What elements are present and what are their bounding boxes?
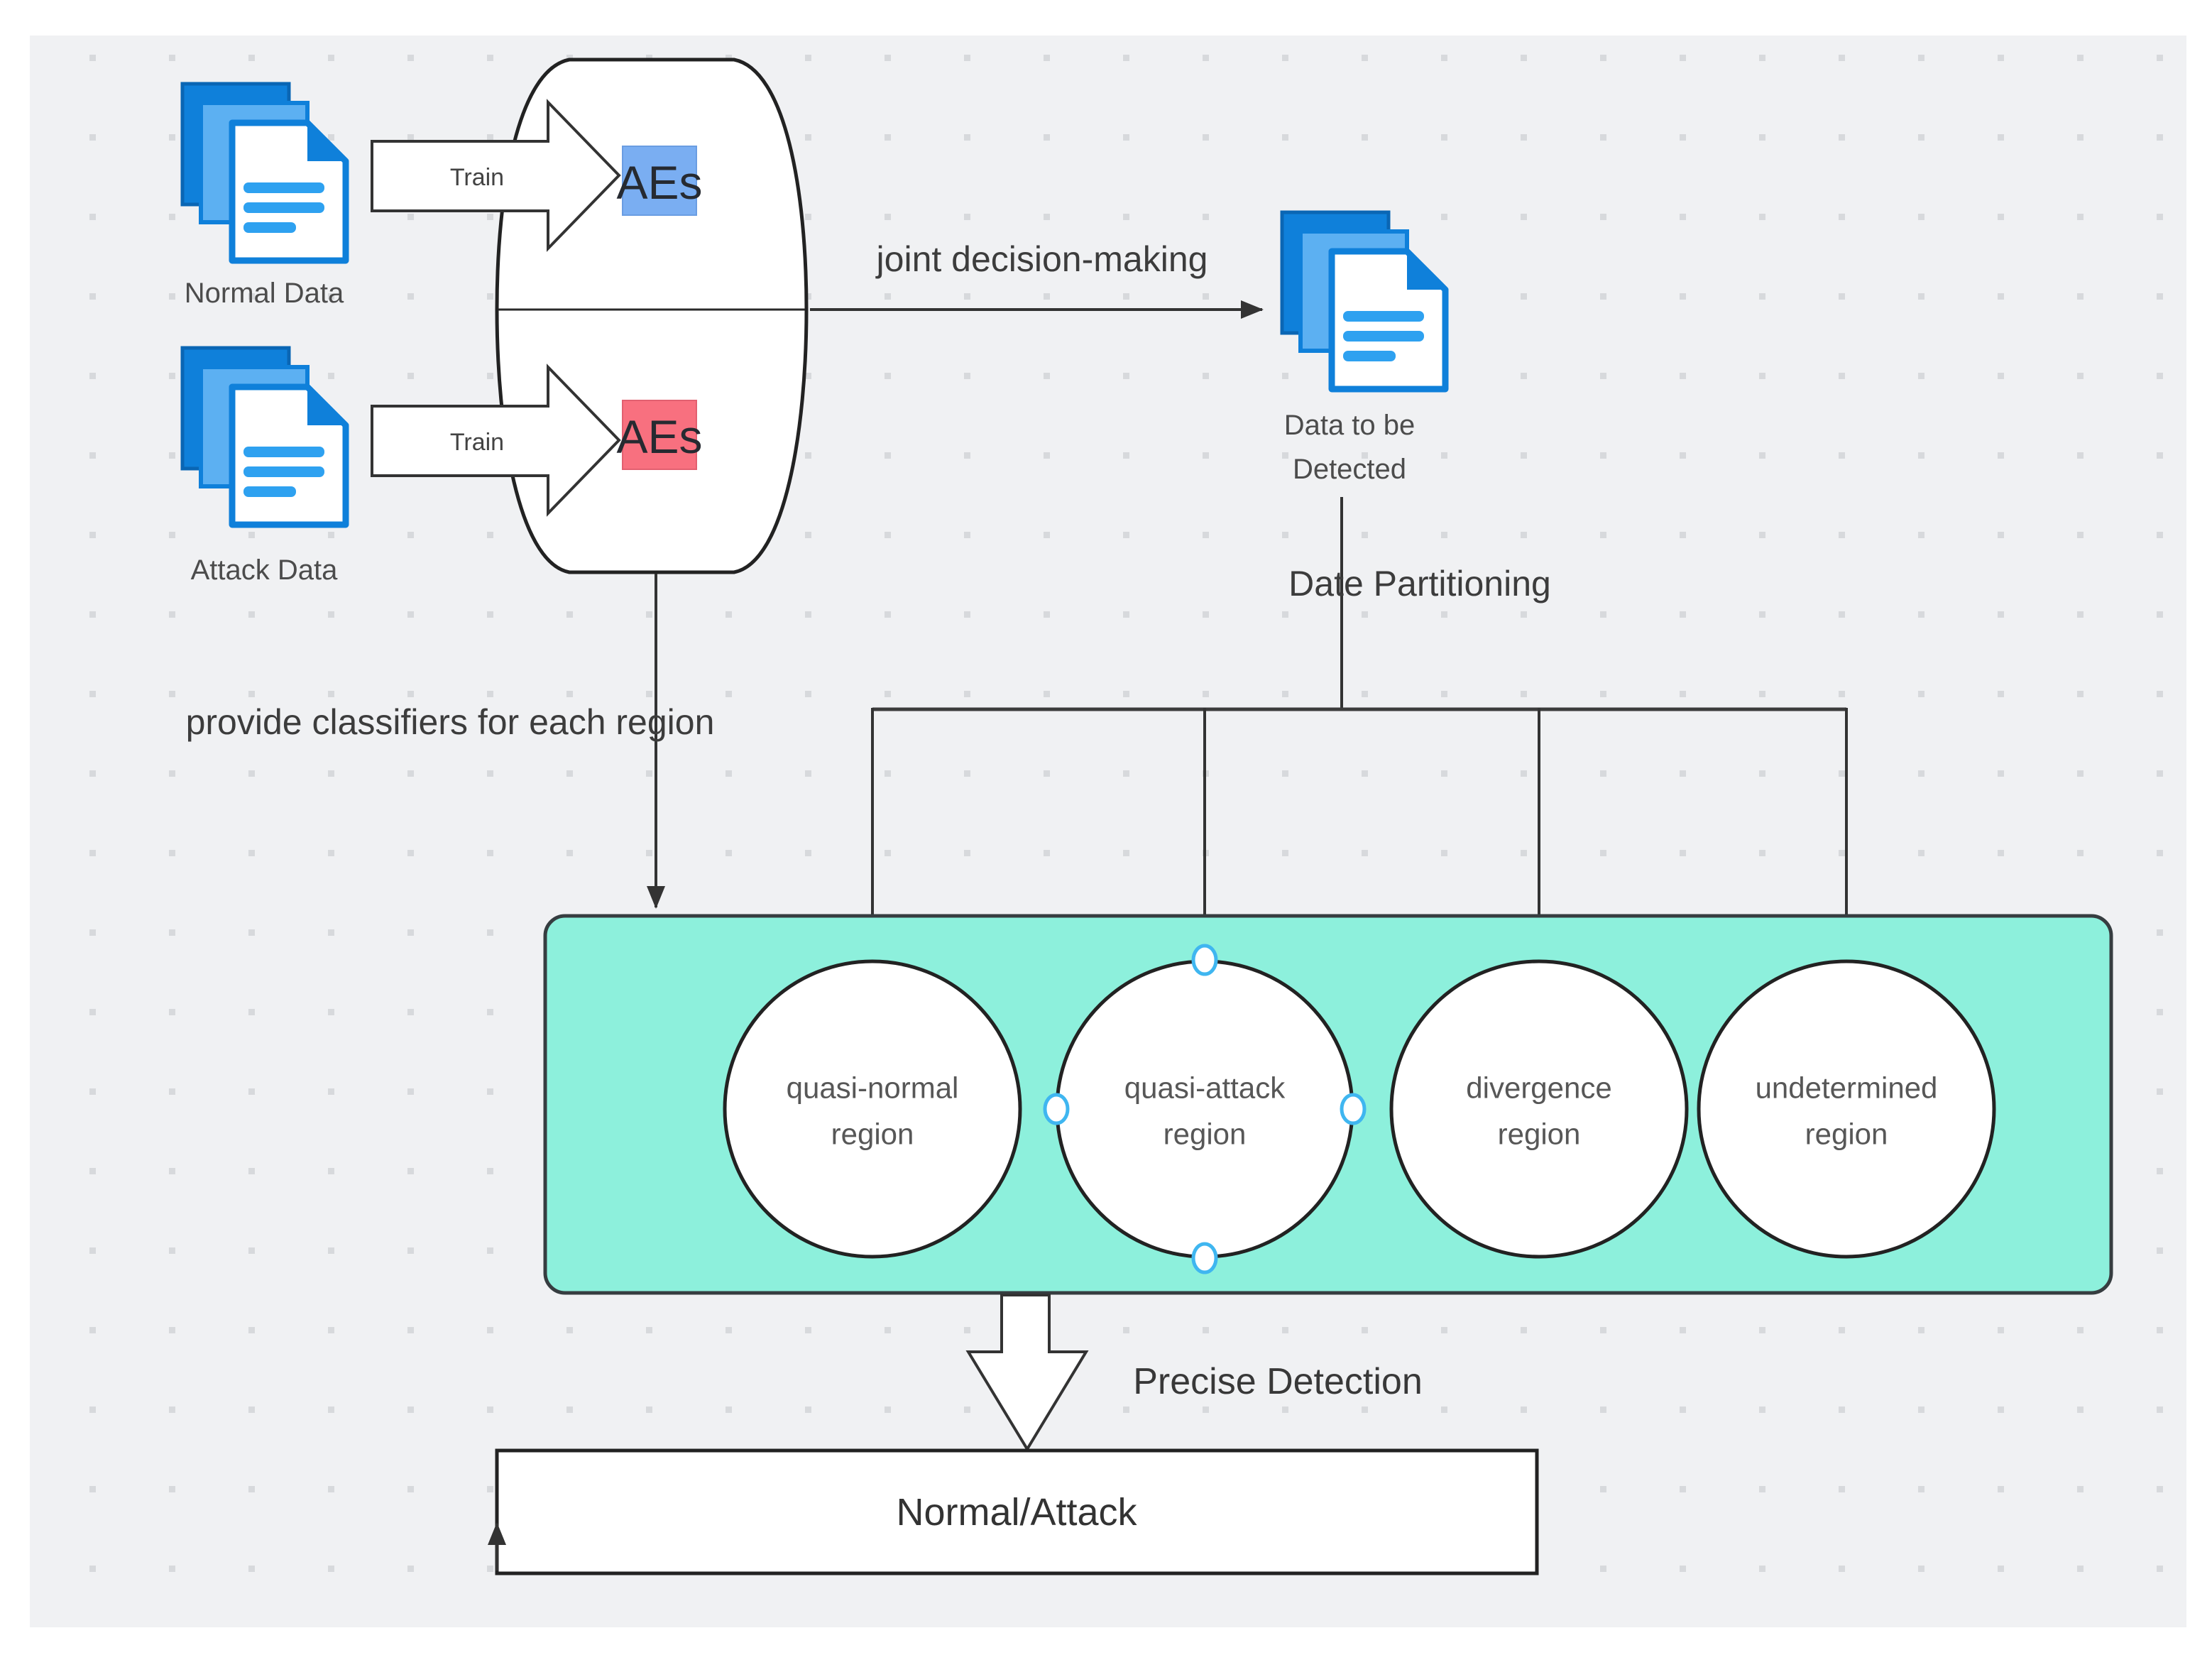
detected-label-line2: Detected — [1293, 454, 1406, 485]
connection-handle-right[interactable] — [1340, 1093, 1367, 1125]
connection-handle-top[interactable] — [1191, 944, 1218, 976]
date-partitioning-label: Date Partitioning — [1288, 564, 1551, 603]
region-label-line1: divergence — [1466, 1071, 1611, 1105]
selection-handles-quasi-attack[interactable] — [1043, 944, 1367, 1274]
normal-data-node[interactable]: Normal Data — [182, 84, 346, 309]
train-top-label: Train — [450, 164, 504, 191]
region-label-line1: quasi-attack — [1124, 1071, 1286, 1105]
attack-data-label: Attack Data — [191, 555, 339, 586]
joint-decision-label: joint decision-making — [875, 239, 1208, 279]
autoencoder-container-shape[interactable]: AEs AEs — [495, 58, 809, 574]
date-partitioning-edge[interactable]: Date Partitioning — [863, 497, 1856, 954]
aes-normal-box[interactable] — [622, 146, 697, 216]
precise-detection-label: Precise Detection — [1133, 1361, 1423, 1402]
attack-data-node[interactable]: Attack Data — [182, 348, 346, 586]
aes-attack-label: AEs — [616, 410, 702, 463]
provide-classifiers-edge[interactable]: provide classifiers for each region — [186, 574, 715, 909]
aes-normal-label: AEs — [616, 156, 702, 209]
canvas-dot-grid — [30, 35, 2186, 1627]
precise-detection-arrow[interactable]: Precise Detection — [965, 1294, 1423, 1452]
detected-label-line1: Data to be — [1284, 410, 1416, 441]
region-label-line1: quasi-normal — [787, 1071, 959, 1105]
train-bottom-label: Train — [450, 429, 504, 456]
region-circle-divergence[interactable]: divergence region — [1389, 959, 1689, 1259]
result-node[interactable]: Normal/Attack — [495, 1448, 1539, 1575]
data-to-be-detected-node[interactable]: Data to be Detected — [1282, 212, 1445, 485]
region-label-line2: region — [1164, 1118, 1247, 1151]
region-circle-quasi-attack[interactable]: quasi-attack region — [1055, 959, 1354, 1259]
region-circle-quasi-normal[interactable]: quasi-normal region — [723, 959, 1022, 1259]
region-label-line2: region — [831, 1118, 914, 1151]
region-label-line1: undetermined — [1756, 1071, 1938, 1105]
provide-classifiers-label: provide classifiers for each region — [186, 702, 715, 742]
joint-decision-edge[interactable]: joint decision-making — [810, 239, 1264, 319]
connection-handle-bottom[interactable] — [1191, 1242, 1218, 1274]
region-circle-undetermined[interactable]: undetermined region — [1697, 959, 1996, 1259]
normal-data-label: Normal Data — [185, 278, 344, 309]
region-label-line2: region — [1498, 1118, 1581, 1151]
train-arrow-top[interactable]: Train — [371, 99, 621, 252]
region-label-line2: region — [1805, 1118, 1888, 1151]
connection-handle-left[interactable] — [1043, 1093, 1070, 1125]
aes-attack-box[interactable] — [622, 400, 697, 470]
train-arrow-bottom[interactable]: Train — [371, 364, 621, 517]
result-label: Normal/Attack — [896, 1491, 1137, 1534]
